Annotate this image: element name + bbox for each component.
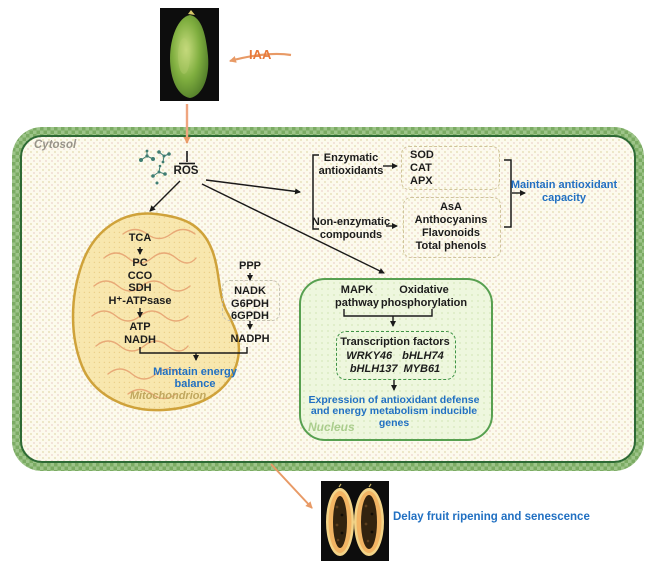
nadph-label: NADPH [230, 333, 270, 345]
cat-label: CAT [410, 161, 432, 174]
atp-label: ATP [129, 321, 151, 333]
gene-expression-line2: and energy metabolism inducible [310, 405, 478, 418]
mito-enzymes-list: PC CCO SDH H⁺-ATPsase [108, 257, 171, 307]
nucleus-area [299, 278, 493, 441]
sod-label: SOD [410, 149, 434, 161]
papaya-half-right [354, 483, 384, 556]
tca-label: TCA [128, 232, 152, 244]
gene-expression-outcome: Expression of antioxidant defense and en… [308, 394, 480, 429]
papaya-cut-image [321, 481, 389, 561]
nonenzymatic-compounds-box [403, 197, 501, 258]
asa-label: AsA [439, 201, 463, 213]
mitochondrion-label: Mitochondrion [129, 390, 207, 402]
cco-label: CCO [127, 269, 153, 282]
gene-expression-line1: Expression of antioxidant defense [308, 394, 480, 406]
ppp-label: PPP [238, 260, 262, 272]
tf-row-2: bHLH137 MYB61 [350, 363, 440, 375]
transcription-factors-title: Transcription factors [340, 336, 450, 348]
enzymatic-antioxidants-label: Enzymatic antioxidants [318, 152, 384, 177]
mito-products-list: ATP NADH [124, 321, 156, 346]
total-phenols-label: Total phenols [415, 240, 487, 252]
transcription-factors-box [336, 331, 456, 380]
ros-label: ROS [173, 165, 199, 177]
sdh-label: SDH [128, 282, 152, 294]
enzymatic-antioxidants-box [401, 146, 500, 190]
papaya-half-left [326, 483, 354, 556]
delay-ripening-outcome: Delay fruit ripening and senescence [393, 511, 590, 523]
nonenzymatic-compounds-label: Non-enzymatic compounds [311, 216, 391, 241]
pc-label: PC [132, 257, 148, 269]
6gpdh-label: 6GPDH [231, 310, 269, 322]
nucleus-label: Nucleus [308, 420, 355, 434]
bhlh137-label: bHLH137 [349, 363, 398, 375]
anthocyanins-label: Anthocyanins [414, 214, 488, 226]
flavonoids-label: Flavonoids [421, 227, 481, 239]
enzymatic-items-list: SOD CAT APX [410, 149, 434, 187]
papaya-whole-image [160, 8, 219, 101]
bhlh74-label: bHLH74 [402, 350, 444, 362]
nadh-label: NADH [124, 333, 156, 346]
nonenzymatic-items-list: AsA Anthocyanins Flavonoids Total phenol… [415, 201, 488, 253]
gene-expression-line3: genes [378, 416, 410, 429]
antioxidant-capacity-outcome: Maintain antioxidant capacity [510, 179, 618, 204]
nadk-label: NADK [234, 285, 266, 297]
cytosol-label: Cytosol [34, 139, 77, 151]
atpsase-label: H⁺-ATPsase [108, 294, 172, 307]
energy-balance-outcome: Maintain energy balance [153, 366, 237, 390]
myb61-label: MYB61 [403, 363, 441, 375]
wrky46-label: WRKY46 [346, 350, 393, 362]
g6pdh-label: G6PDH [231, 297, 269, 310]
tf-row-1: WRKY46 bHLH74 [346, 350, 443, 362]
oxidative-phosphorylation-label: Oxidative phosphorylation [380, 284, 468, 309]
mapk-pathway-label: MAPK pathway [334, 284, 379, 309]
iaa-label: IAA [249, 47, 272, 62]
apx-label: APX [410, 174, 433, 187]
ppp-enzymes-list: NADK G6PDH 6GPDH [231, 285, 269, 323]
